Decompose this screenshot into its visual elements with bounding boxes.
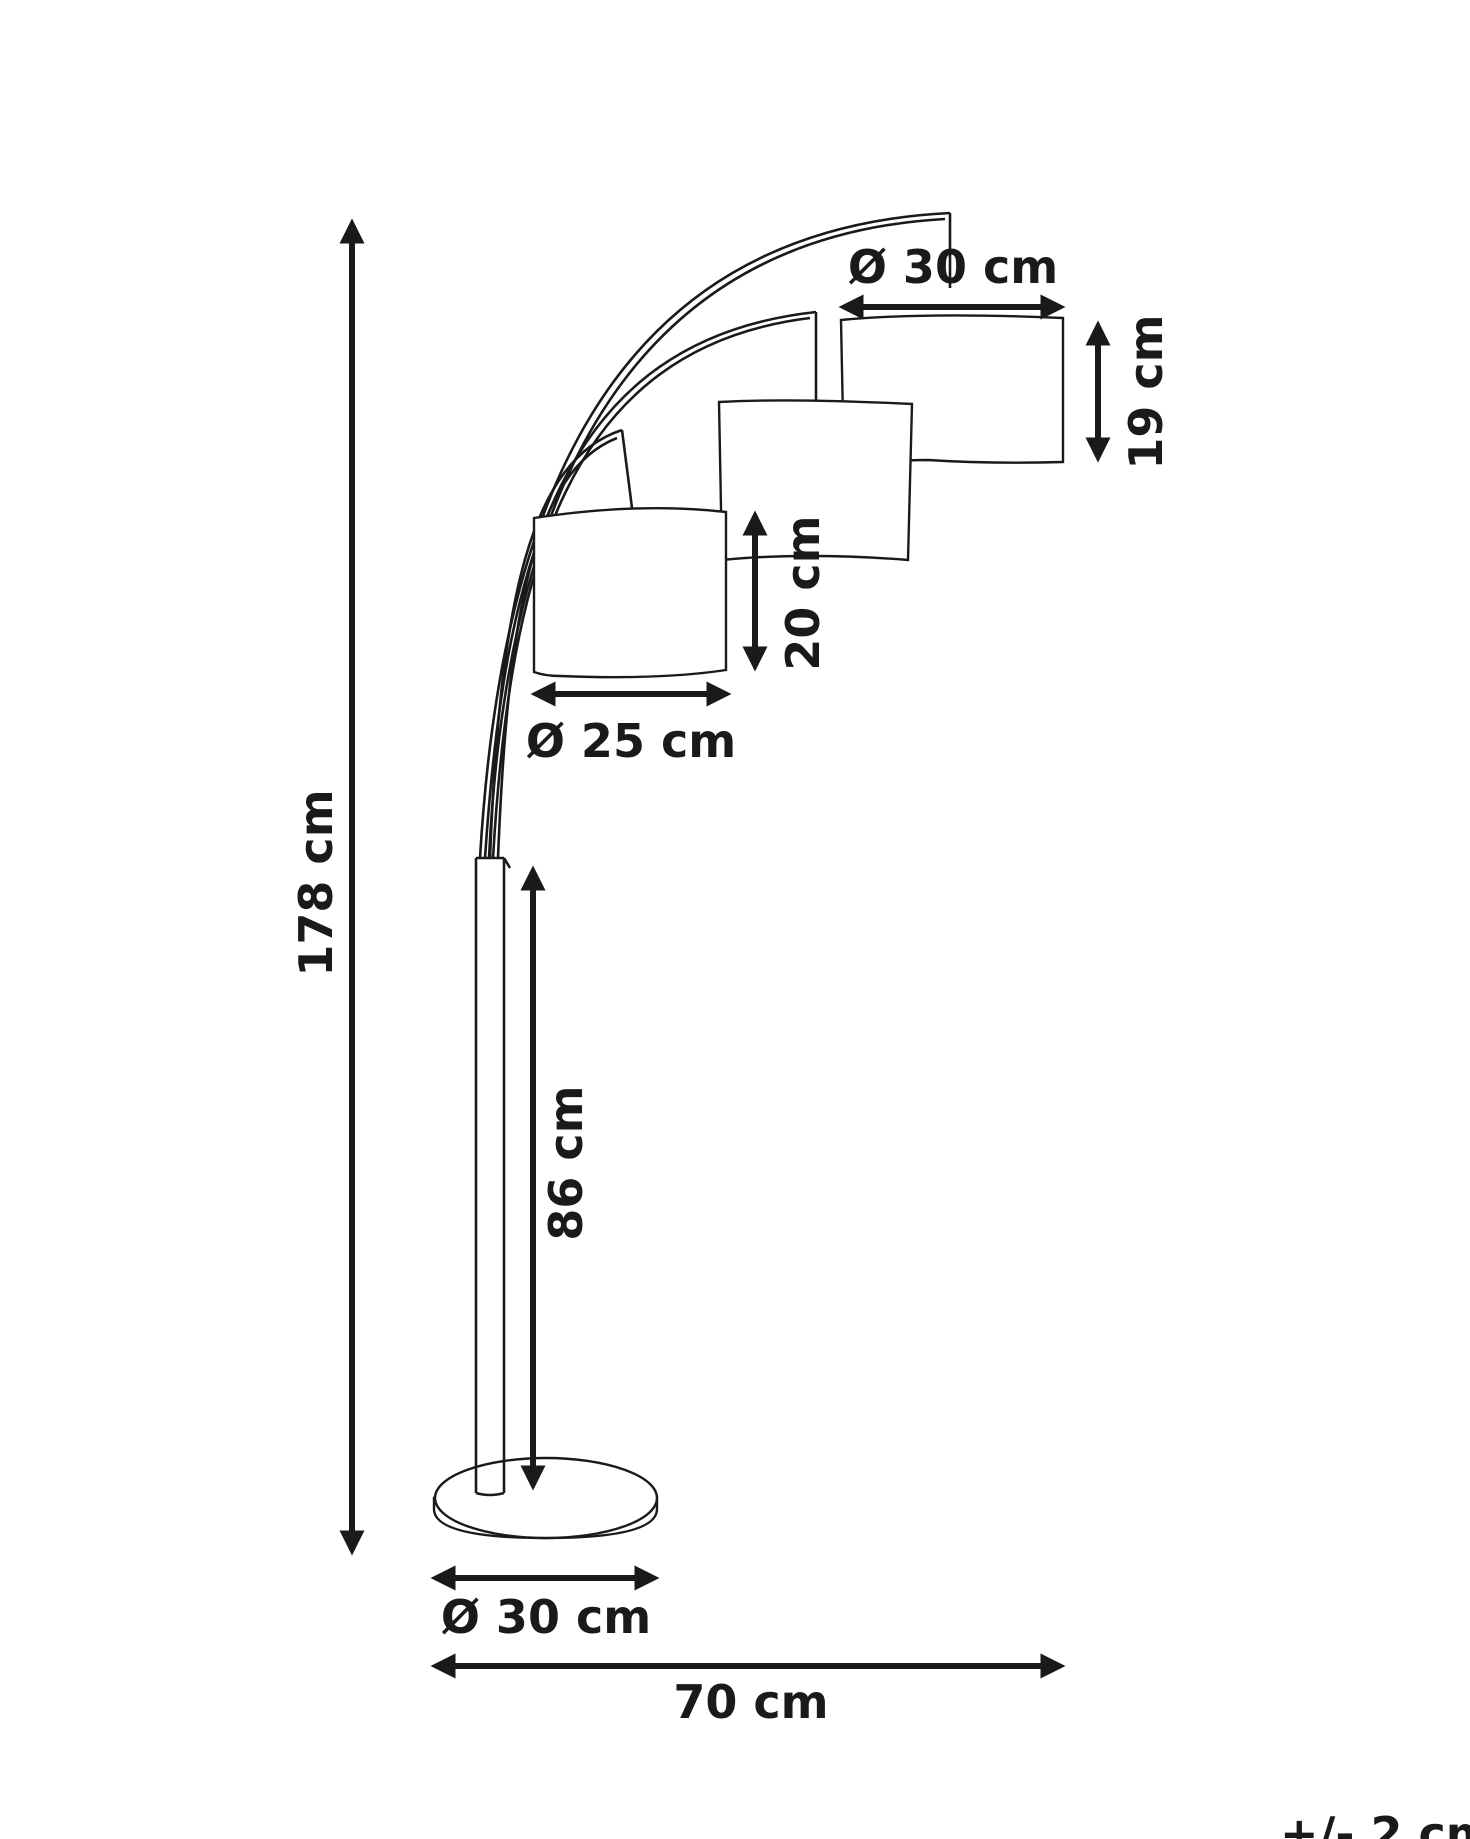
bottom-lampshade (532, 506, 728, 679)
total-width-label: 70 cm (673, 1675, 828, 1729)
base-diameter-label: Ø 30 cm (441, 1590, 651, 1644)
lamp-pole (474, 856, 512, 1497)
top-shade-diameter-label: Ø 30 cm (848, 240, 1058, 294)
tolerance-label: +/- 2 cm (1280, 1807, 1470, 1839)
lamp-arms (478, 211, 952, 859)
floor-lamp-drawing (432, 211, 1065, 1540)
dimension-labels: Ø 30 cm 19 cm 20 cm Ø 25 cm 178 cm 86 cm… (289, 240, 1470, 1839)
pole-height-label: 86 cm (539, 1085, 593, 1240)
middle-shade-height-label: 20 cm (776, 515, 830, 670)
bottom-shade-diameter-label: Ø 25 cm (526, 714, 736, 768)
total-height-label: 178 cm (289, 789, 343, 976)
dimension-arrows (339, 218, 1111, 1679)
top-shade-height-label: 19 cm (1119, 314, 1173, 469)
lamp-base (432, 1456, 659, 1540)
